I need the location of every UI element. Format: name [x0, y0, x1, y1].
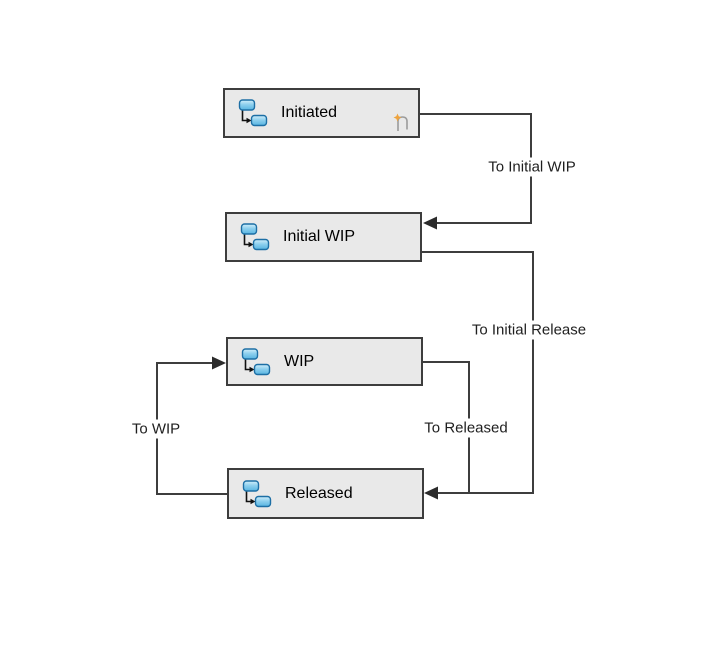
state-label: Released: [285, 484, 353, 502]
state-icon: [238, 99, 268, 127]
state-label: Initial WIP: [283, 228, 356, 245]
state-box-released[interactable]: Released: [227, 468, 424, 519]
state-icon: [241, 347, 271, 375]
state-box-initial-wip[interactable]: Initial WIP: [225, 212, 422, 262]
arrowhead-to-initial-wip: [423, 216, 437, 230]
transition-label-to-initial-wip[interactable]: To Initial WIP: [485, 157, 579, 177]
wire-to-initial-release: [422, 251, 534, 494]
state-icon: [240, 223, 270, 251]
wire-to-released: [423, 361, 470, 493]
transition-label-to-initial-release[interactable]: To Initial Release: [468, 320, 590, 340]
transition-label-to-wip[interactable]: To WIP: [128, 419, 184, 439]
state-box-initiated[interactable]: Initiated: [223, 88, 420, 138]
state-label: WIP: [284, 352, 315, 370]
state-box-wip[interactable]: WIP: [226, 337, 423, 386]
arrowhead-into-released: [424, 486, 438, 500]
initial-state-icon: [393, 113, 408, 131]
arrowhead-to-wip: [212, 356, 226, 370]
state-icon: [242, 479, 272, 507]
state-label: Initiated: [281, 104, 338, 121]
transition-label-to-released[interactable]: To Released: [421, 418, 511, 438]
